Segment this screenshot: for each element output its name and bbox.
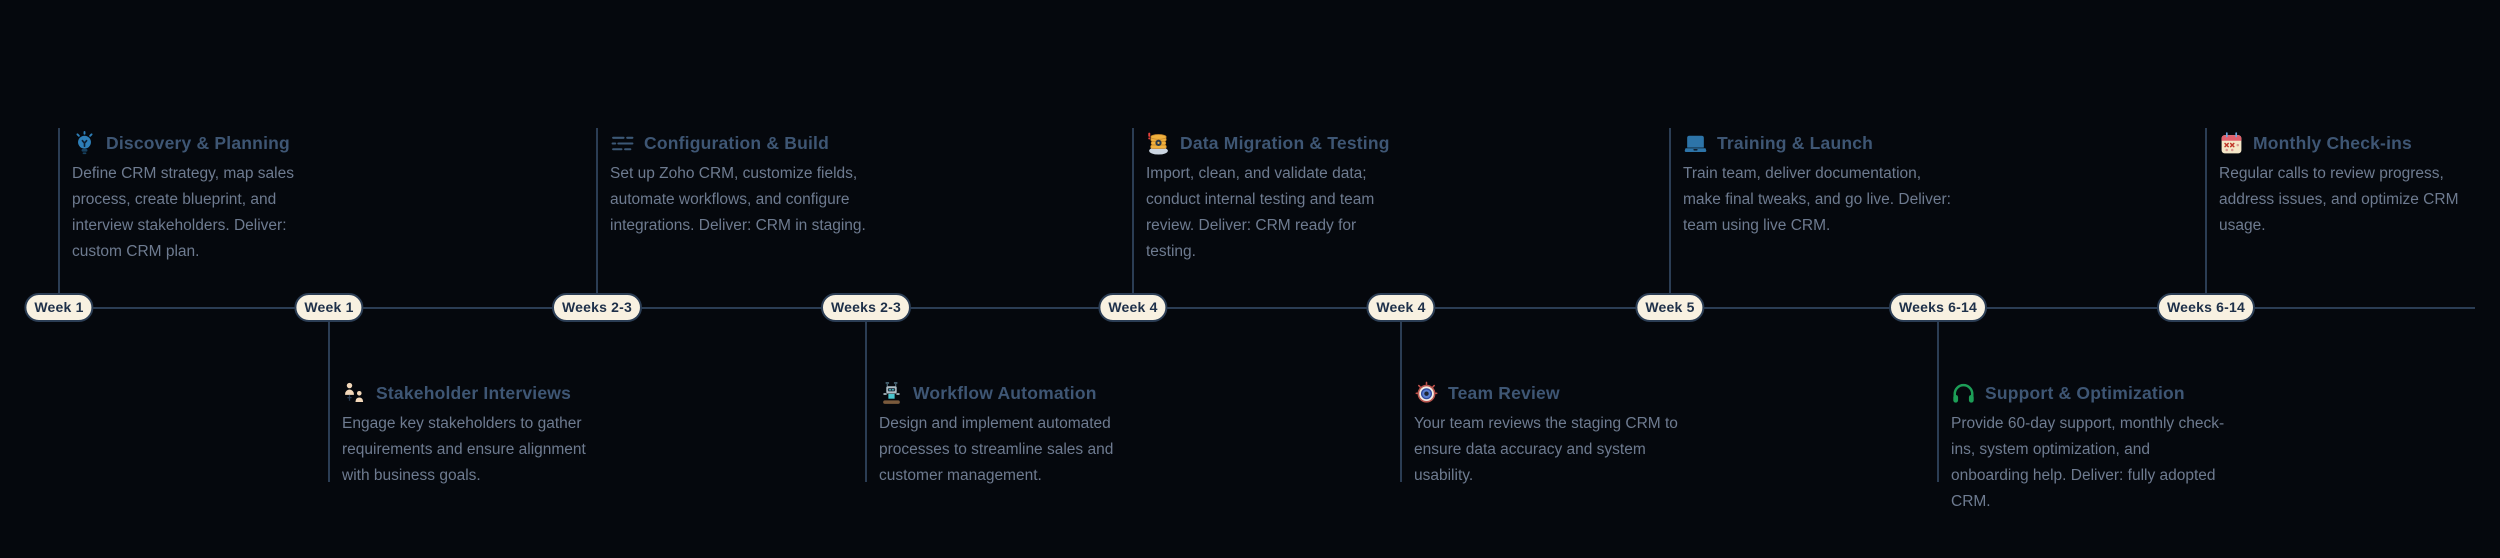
connector-line (1937, 308, 1939, 482)
week-badge: Week 5 (1635, 293, 1705, 322)
connector-line (2205, 128, 2207, 308)
week-badge: Week 1 (294, 293, 364, 322)
milestone-title: Discovery & Planning (106, 133, 290, 153)
people-icon (342, 381, 367, 406)
week-badge: Weeks 2-3 (820, 293, 912, 322)
milestone-description: Provide 60-day support, monthly check-in… (1951, 415, 2225, 510)
connector-line (328, 308, 330, 482)
milestone-title: Training & Launch (1717, 133, 1874, 153)
connector-line (1132, 128, 1134, 308)
connector-line (1669, 128, 1671, 308)
milestone-title: Data Migration & Testing (1180, 133, 1390, 153)
milestone-description: Regular calls to review progress, addres… (2219, 165, 2459, 234)
milestone-title: Support & Optimization (1985, 383, 2185, 403)
week-badge: Week 1 (24, 293, 94, 322)
milestone-title: Team Review (1448, 383, 1560, 403)
milestone-description: Your team reviews the staging CRM to ens… (1414, 415, 1678, 484)
week-badge: Week 4 (1366, 293, 1436, 322)
calendar-icon (2219, 131, 2244, 156)
connector-line (1400, 308, 1402, 482)
milestone-description: Import, clean, and validate data; conduc… (1146, 165, 1375, 260)
connector-line (596, 128, 598, 308)
laptop-icon (1683, 131, 1708, 156)
week-badge: Weeks 6-14 (2156, 293, 2256, 322)
eye-icon (1414, 381, 1439, 406)
robot-icon (879, 381, 904, 406)
milestone-description: Set up Zoho CRM, customize fields, autom… (610, 165, 866, 234)
milestone-title: Configuration & Build (644, 133, 830, 153)
milestone-title: Monthly Check-ins (2253, 133, 2412, 153)
milestone-description: Design and implement automated processes… (879, 415, 1114, 484)
sliders-icon (610, 131, 635, 156)
week-badge: Weeks 6-14 (1888, 293, 1988, 322)
connector-line (865, 308, 867, 482)
week-badge: Weeks 2-3 (551, 293, 643, 322)
milestone-description: Define CRM strategy, map sales process, … (72, 165, 294, 260)
week-badge: Week 4 (1098, 293, 1168, 322)
milestone-description: Engage key stakeholders to gather requir… (342, 415, 586, 484)
database-icon (1146, 131, 1171, 156)
milestone-title: Workflow Automation (913, 383, 1097, 403)
connector-line (58, 128, 60, 308)
headphones-icon (1951, 381, 1976, 406)
milestone-description: Train team, deliver documentation, make … (1683, 165, 1951, 234)
timeline-line (57, 307, 2475, 309)
milestone-title: Stakeholder Interviews (376, 383, 572, 403)
lightbulb-icon (72, 131, 97, 156)
